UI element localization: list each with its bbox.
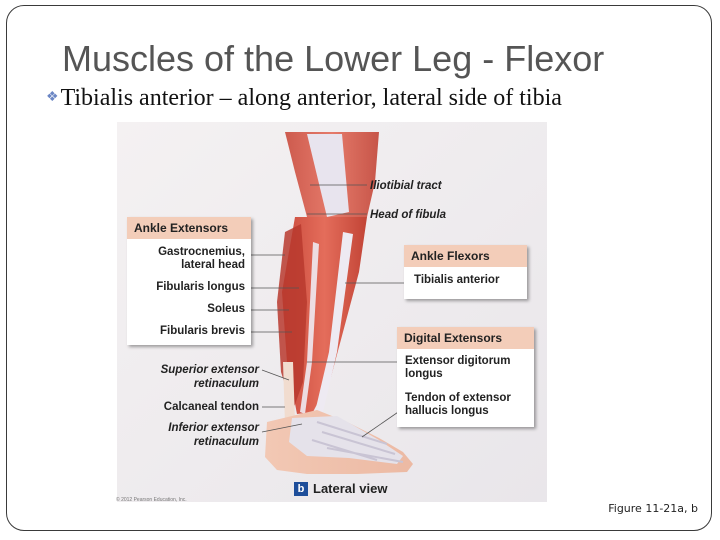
slide-title: Muscles of the Lower Leg - Flexor <box>62 38 605 79</box>
bullet-point: ❖Tibialis anterior – along anterior, lat… <box>46 85 562 112</box>
view-label: Lateral view <box>313 481 388 496</box>
label-ehl-2: hallucis longus <box>405 405 489 417</box>
bullet-icon: ❖ <box>46 90 59 105</box>
label-fibularis-brevis: Fibularis brevis <box>159 325 245 337</box>
figure-caption: Figure 11-21a, b <box>608 502 698 515</box>
label-gastrocnemius-2: lateral head <box>181 259 245 271</box>
label-iliotibial-tract: Iliotibial tract <box>370 180 442 192</box>
digital-extensors-box: Digital Extensors Extensor digitorum lon… <box>397 327 534 427</box>
ankle-flexors-heading: Ankle Flexors <box>404 245 527 267</box>
label-ehl-1: Tendon of extensor <box>405 392 511 404</box>
digital-extensors-heading: Digital Extensors <box>397 327 534 349</box>
label-fibularis-longus: Fibularis longus <box>156 281 245 293</box>
label-edl-1: Extensor digitorum <box>405 355 511 367</box>
leg-illustration <box>117 122 547 502</box>
label-head-of-fibula: Head of fibula <box>370 209 447 221</box>
copyright-text: © 2012 Pearson Education, Inc. <box>116 497 187 503</box>
label-sup-ext-ret-1: Superior extensor <box>160 364 259 376</box>
ankle-extensors-box: Ankle Extensors Gastrocnemius, lateral h… <box>127 217 251 345</box>
ankle-extensors-heading: Ankle Extensors <box>127 217 251 239</box>
label-calcaneal-tendon: Calcaneal tendon <box>163 401 259 413</box>
label-soleus: Soleus <box>207 303 245 315</box>
label-gastrocnemius-1: Gastrocnemius, <box>158 246 245 258</box>
label-tibialis-anterior: Tibialis anterior <box>414 274 500 286</box>
view-letter-badge: b <box>294 482 308 496</box>
ankle-flexors-box: Ankle Flexors Tibialis anterior <box>404 245 527 299</box>
slide-frame <box>6 5 712 531</box>
label-sup-ext-ret-2: retinaculum <box>193 378 259 390</box>
anatomy-figure: Iliotibial tract Head of fibula Ankle Ex… <box>117 122 547 502</box>
label-inf-ext-ret-1: Inferior extensor <box>168 422 259 434</box>
label-edl-2: longus <box>405 368 443 380</box>
bullet-text: Tibialis anterior – along anterior, late… <box>60 85 562 111</box>
label-inf-ext-ret-2: retinaculum <box>193 436 259 448</box>
